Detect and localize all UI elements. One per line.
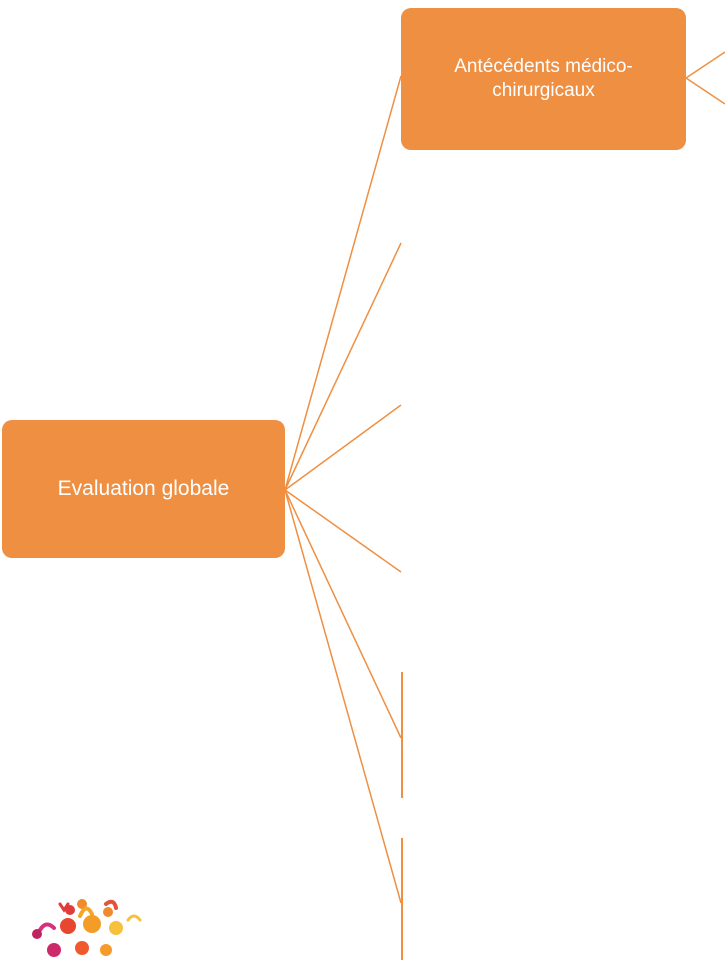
connector-line-6 — [284, 489, 402, 904]
connector-sub-bottom — [685, 77, 725, 105]
connector-sub-top — [685, 51, 725, 79]
child-node: Antécédents médico-chirurgicaux — [401, 8, 686, 150]
child-node-edge — [401, 838, 403, 960]
root-node-label: Evaluation globale — [57, 476, 230, 500]
connector-line-4 — [284, 489, 402, 573]
child-node-edge — [401, 672, 403, 798]
figures-logo-icon — [32, 899, 142, 957]
connector-line-5 — [284, 489, 402, 739]
root-node: Evaluation globale — [2, 420, 285, 558]
connector-line-3 — [284, 404, 402, 491]
connector-line-1 — [284, 75, 402, 491]
child-node-label: Antécédents médico-chirurgicaux — [454, 55, 633, 101]
connector-line-2 — [284, 242, 402, 491]
